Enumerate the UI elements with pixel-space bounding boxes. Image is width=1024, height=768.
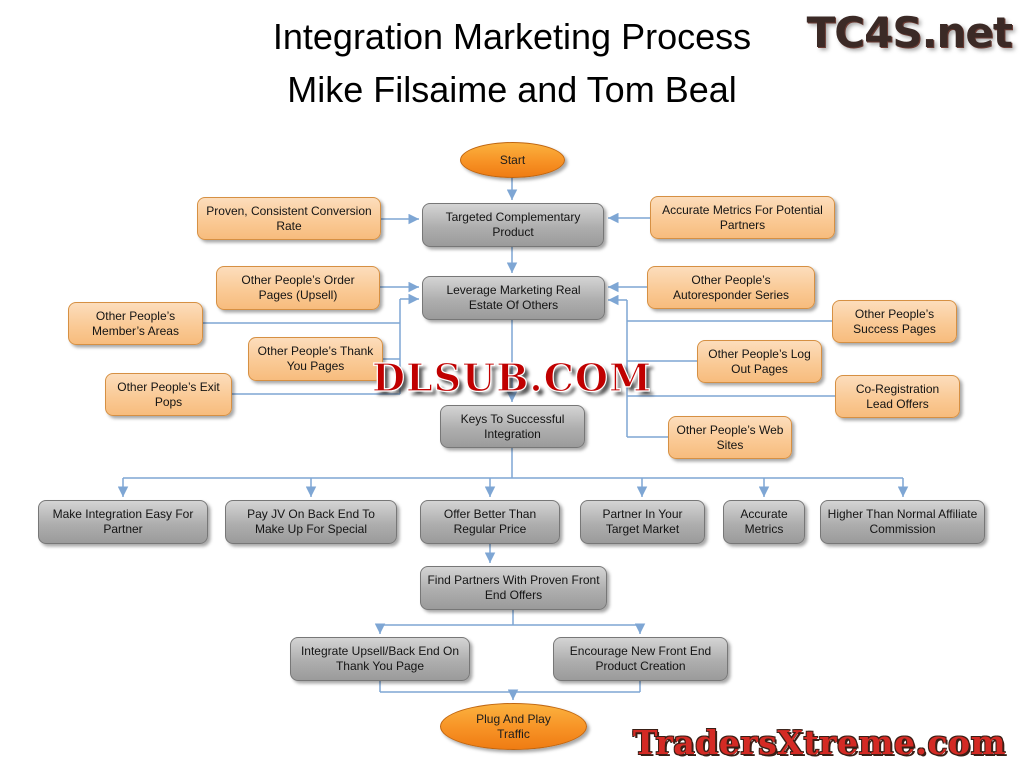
node-members-areas: Other People’s Member’s Areas (68, 302, 203, 345)
node-co-registration-lead-offers: Co-Registration Lead Offers (835, 375, 960, 418)
node-autoresponder-series: Other People’s Autoresponder Series (647, 266, 815, 309)
node-keys-to-successful-integration: Keys To Successful Integration (440, 405, 585, 448)
page-title: Integration Marketing Process Mike Filsa… (0, 10, 1024, 116)
tc4s-logo: TC4S.net (806, 8, 1013, 57)
node-leverage-marketing-real-estate: Leverage Marketing Real Estate Of Others (422, 276, 605, 320)
node-start: Start (460, 142, 565, 178)
node-find-partners-front-end-offers: Find Partners With Proven Front End Offe… (420, 566, 607, 610)
node-integrate-upsell-back-end: Integrate Upsell/Back End On Thank You P… (290, 637, 470, 681)
title-line-2: Mike Filsaime and Tom Beal (287, 69, 737, 110)
node-web-sites: Other People’s Web Sites (668, 416, 792, 459)
node-exit-pops: Other People’s Exit Pops (105, 373, 232, 416)
node-thank-you-pages: Other People’s Thank You Pages (248, 337, 383, 381)
node-partner-in-target-market: Partner In Your Target Market (580, 500, 705, 544)
tradersxtreme-watermark: TradersXtreme.com (632, 723, 1006, 762)
node-pay-jv-on-back-end: Pay JV On Back End To Make Up For Specia… (225, 500, 397, 544)
node-plug-and-play-traffic: Plug And Play Traffic (440, 703, 587, 750)
title-line-1: Integration Marketing Process (272, 16, 752, 57)
node-offer-better-than-regular-price: Offer Better Than Regular Price (420, 500, 560, 544)
node-higher-affiliate-commission: Higher Than Normal Affiliate Commission (820, 500, 985, 544)
node-order-pages-upsell: Other People’s Order Pages (Upsell) (216, 266, 380, 310)
node-accurate-metrics: Accurate Metrics (723, 500, 805, 544)
node-success-pages: Other People’s Success Pages (832, 300, 957, 343)
node-targeted-complementary-product: Targeted Complementary Product (422, 203, 604, 247)
node-proven-consistent-conversion: Proven, Consistent Conversion Rate (197, 197, 381, 240)
node-accurate-metrics-for-partners: Accurate Metrics For Potential Partners (650, 196, 835, 239)
dlsub-watermark: DLSUB.COM (371, 354, 653, 400)
node-log-out-pages: Other People’s Log Out Pages (697, 340, 822, 383)
node-make-integration-easy: Make Integration Easy For Partner (38, 500, 208, 544)
node-encourage-new-front-end: Encourage New Front End Product Creation (553, 637, 728, 681)
